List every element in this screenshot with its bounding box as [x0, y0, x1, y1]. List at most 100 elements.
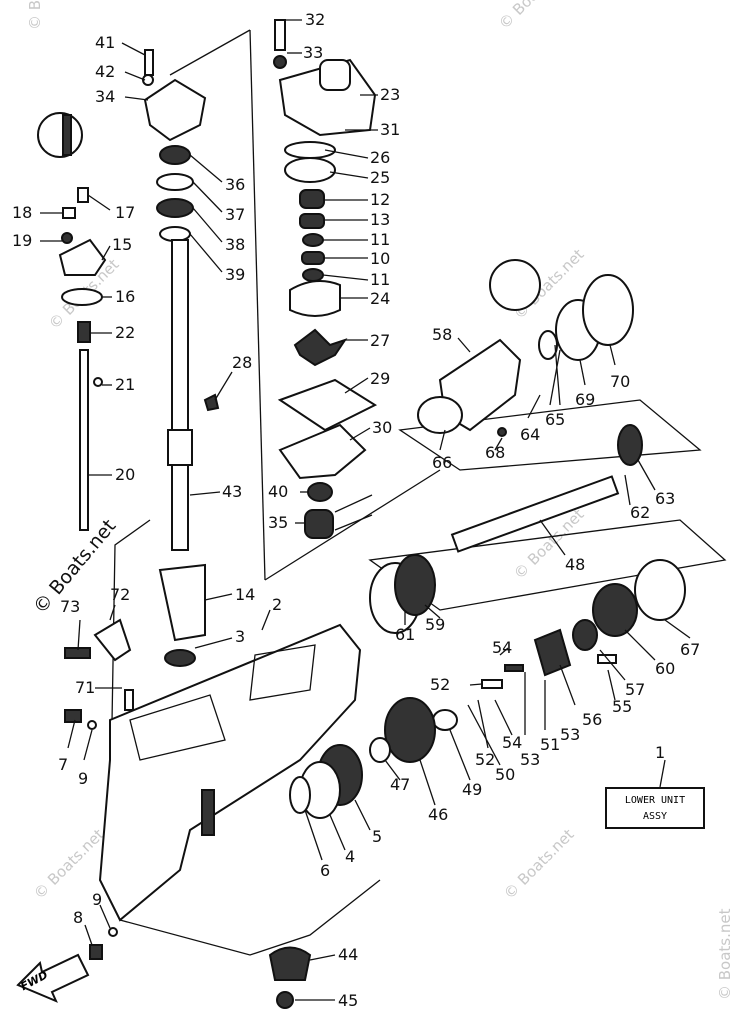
- fwd-arrow-shape: [16, 953, 90, 1003]
- washer-19: [61, 232, 73, 244]
- callout-5: 5: [372, 827, 382, 846]
- callout-50: 50: [495, 765, 515, 784]
- plug-8: [89, 944, 103, 960]
- key-28: [203, 393, 220, 412]
- clip-17: [77, 187, 89, 203]
- o-ring-66: [417, 396, 463, 434]
- watermark-text: © Boats.net: [495, 0, 573, 33]
- forward-gear-60: [592, 583, 638, 637]
- callout-19: 19: [12, 231, 32, 250]
- callout-49: 49: [462, 780, 482, 799]
- callout-71: 71: [75, 678, 95, 697]
- callout-60: 60: [655, 659, 675, 678]
- callout-68: 68: [485, 443, 505, 462]
- callout-9a: 9: [78, 769, 88, 788]
- callout-3: 3: [235, 627, 245, 646]
- callout-73: 73: [60, 597, 80, 616]
- callout-13: 13: [370, 210, 390, 229]
- callout-54a: 54: [492, 638, 512, 657]
- spring-51: [504, 664, 524, 672]
- bolt-71: [124, 689, 134, 711]
- callout-11a: 11: [370, 230, 390, 249]
- shim-47: [369, 737, 391, 763]
- bearing-13: [299, 213, 325, 229]
- callout-37: 37: [225, 205, 245, 224]
- callout-24: 24: [370, 289, 390, 308]
- shim-67: [634, 559, 686, 621]
- seal-64: [538, 330, 558, 360]
- shaft-collar-43: [167, 429, 193, 466]
- callout-45: 45: [338, 991, 358, 1010]
- shift-rod-20: [79, 349, 89, 531]
- callout-numbers: 32 33 23 31 26 25 12 13 11 10 11 24 27 2…: [12, 10, 700, 1010]
- propeller-shaft-48: [450, 475, 620, 553]
- callout-64: 64: [520, 425, 540, 444]
- lower-case-group: [64, 618, 362, 960]
- washer-33: [273, 55, 287, 69]
- callout-40: 40: [268, 482, 288, 501]
- callout-57: 57: [625, 680, 645, 699]
- clip-21: [93, 377, 103, 387]
- bearing-36: [159, 145, 191, 165]
- callout-52a: 52: [430, 675, 450, 694]
- callout-9b: 9: [92, 890, 102, 909]
- o-ring-25: [284, 157, 336, 183]
- inset-circle: [37, 112, 83, 158]
- callout-16: 16: [115, 287, 135, 306]
- seal-37: [156, 173, 194, 191]
- gasket-30: [278, 423, 367, 480]
- pump-cap-23: [319, 59, 351, 91]
- watermark-text: © Boats.net: [500, 825, 578, 903]
- callout-70: 70: [610, 372, 630, 391]
- watermark-text: © Boats.net: [26, 0, 44, 30]
- driveshaft-group: [142, 49, 220, 667]
- callout-18: 18: [12, 203, 32, 222]
- callout-26: 26: [370, 148, 390, 167]
- callout-21: 21: [115, 375, 135, 394]
- callout-65: 65: [545, 410, 565, 429]
- pin-68: [497, 427, 507, 437]
- callout-43: 43: [222, 482, 242, 501]
- callout-11b: 11: [370, 270, 390, 289]
- nut-45: [276, 991, 294, 1009]
- inset-pin: [62, 114, 72, 156]
- callout-53a: 53: [560, 725, 580, 744]
- callout-56: 56: [582, 710, 602, 729]
- bearing-housing-34: [143, 78, 207, 142]
- callout-38: 38: [225, 235, 245, 254]
- callout-66: 66: [432, 453, 452, 472]
- callout-59: 59: [425, 615, 445, 634]
- callout-15: 15: [112, 235, 132, 254]
- callout-17: 17: [115, 203, 135, 222]
- callout-20: 20: [115, 465, 135, 484]
- pinion-49: [432, 709, 458, 731]
- callout-14: 14: [235, 585, 255, 604]
- callout-72: 72: [110, 585, 130, 604]
- callout-2: 2: [272, 595, 282, 614]
- callout-69: 69: [575, 390, 595, 409]
- callout-62: 62: [630, 503, 650, 522]
- shim-6: [289, 776, 311, 814]
- callout-55: 55: [612, 697, 632, 716]
- callout-31: 31: [380, 120, 400, 139]
- callout-28: 28: [232, 353, 252, 372]
- seal-11a: [302, 233, 324, 247]
- callout-35: 35: [268, 513, 288, 532]
- callout-48: 48: [565, 555, 585, 574]
- spring-57: [572, 619, 598, 651]
- callout-47: 47: [390, 775, 410, 794]
- callout-67: 67: [680, 640, 700, 659]
- callout-1: 1: [655, 743, 665, 762]
- washer-42: [142, 74, 154, 86]
- bolt-41: [144, 49, 154, 76]
- callout-54b: 54: [502, 733, 522, 752]
- callout-29: 29: [370, 369, 390, 388]
- anode-7: [64, 709, 82, 723]
- callout-30: 30: [372, 418, 392, 437]
- callout-4: 4: [345, 847, 355, 866]
- callout-7: 7: [58, 755, 68, 774]
- callout-22: 22: [115, 323, 135, 342]
- plate-29: [277, 378, 378, 432]
- bolt-32: [274, 19, 286, 51]
